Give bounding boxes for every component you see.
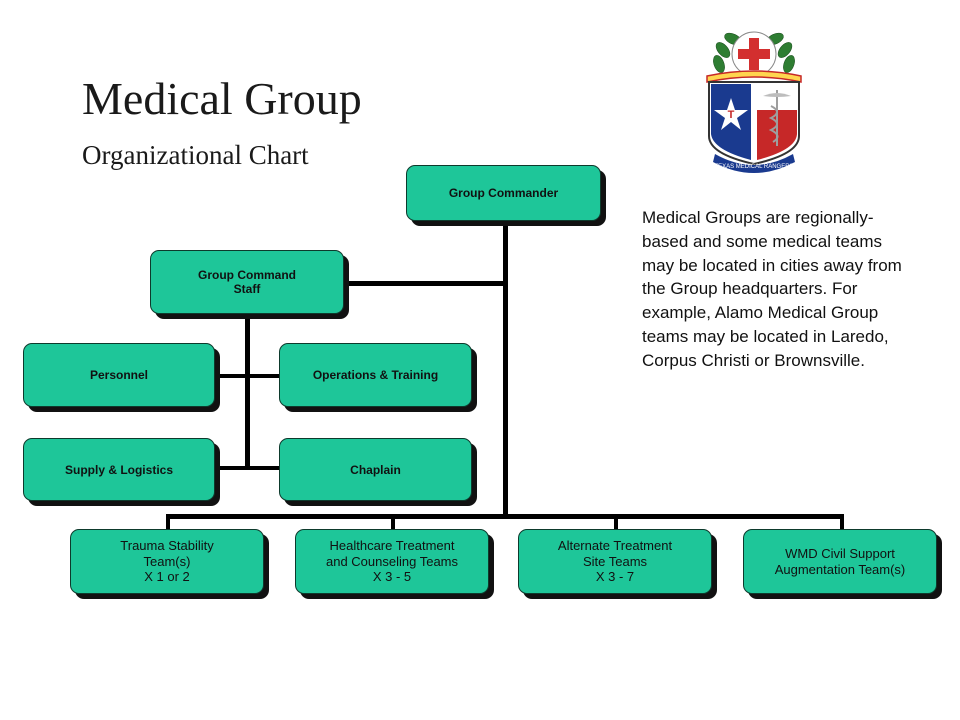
page-title: Medical Group	[82, 73, 362, 124]
page-subtitle: Organizational Chart	[82, 140, 309, 170]
connector-commander-trunk	[503, 220, 508, 516]
connector-personnel-operations	[214, 374, 280, 378]
connector-healthcare	[391, 514, 395, 530]
node-healthcare-treatment: Healthcare Treatment and Counseling Team…	[295, 529, 489, 594]
texas-medical-rangers-emblem-icon: T TEXAS MEDICAL RANGERS	[706, 31, 802, 173]
description-text: Medical Groups are regionally-based and …	[642, 208, 902, 370]
node-trauma-stability: Trauma Stability Team(s) X 1 or 2	[70, 529, 264, 594]
node-group-commander: Group Commander	[406, 165, 601, 221]
node-supply-logistics: Supply & Logistics	[23, 438, 215, 501]
connector-alternate	[614, 514, 618, 530]
node-chaplain: Chaplain	[279, 438, 472, 501]
connector-supply-chaplain	[214, 466, 280, 470]
svg-text:T: T	[728, 109, 735, 121]
node-group-command-staff: Group Command Staff	[150, 250, 344, 314]
node-alternate-treatment: Alternate Treatment Site Teams X 3 - 7	[518, 529, 712, 594]
node-personnel: Personnel	[23, 343, 215, 407]
connector-teams-bar	[166, 514, 844, 519]
node-wmd-civil-support: WMD Civil Support Augmentation Team(s)	[743, 529, 937, 594]
connector-wmd	[840, 514, 844, 530]
connector-staff-branch	[343, 281, 508, 286]
connector-staff-trunk	[245, 314, 250, 470]
connector-trauma	[166, 514, 170, 530]
node-operations-training: Operations & Training	[279, 343, 472, 407]
svg-text:TEXAS MEDICAL RANGERS: TEXAS MEDICAL RANGERS	[714, 164, 793, 170]
